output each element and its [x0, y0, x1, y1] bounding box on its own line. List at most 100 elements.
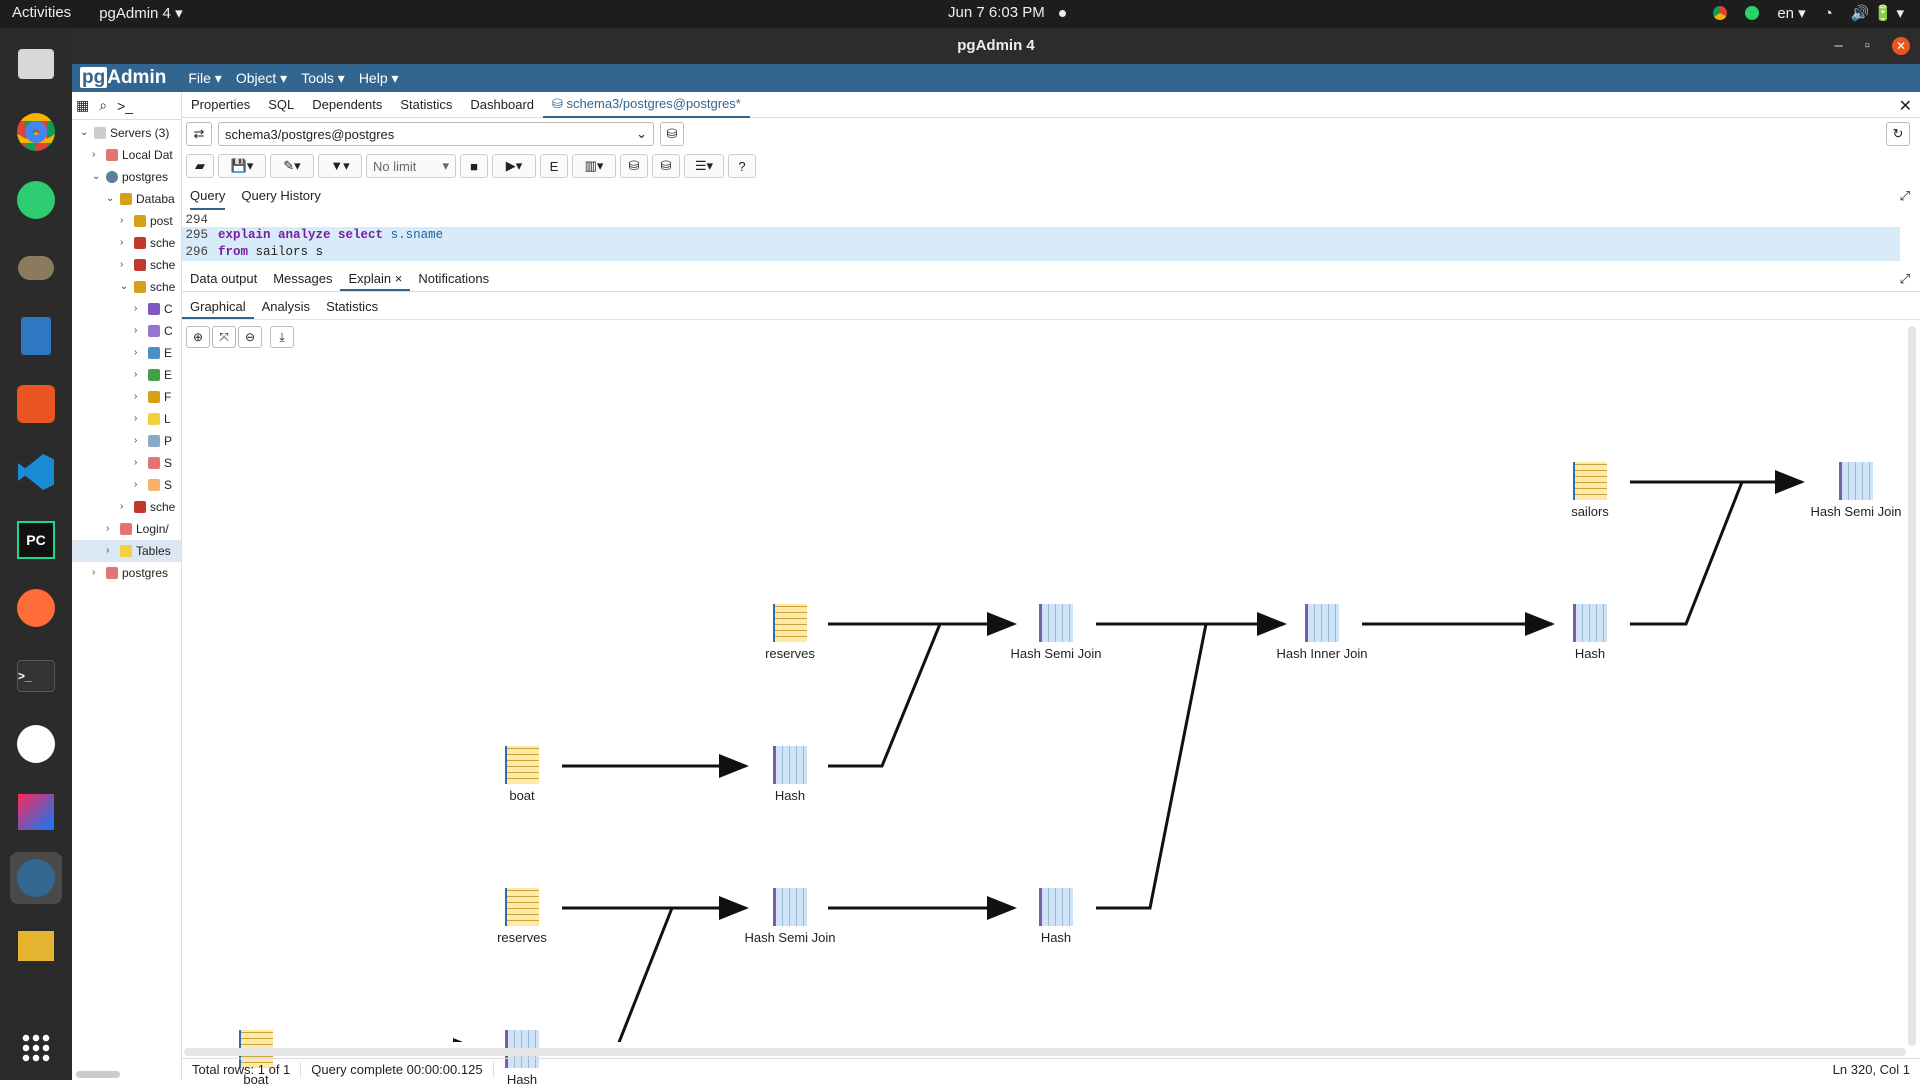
tree-node-local[interactable]: ›Local Dat — [92, 148, 173, 162]
edit-icon[interactable]: ✎▾ — [270, 154, 314, 178]
tree-node-postgres-server[interactable]: ⌄postgres — [92, 170, 169, 184]
mongodb-compass-icon[interactable] — [10, 718, 62, 770]
save-icon[interactable]: 💾▾ — [218, 154, 266, 178]
tab-dashboard[interactable]: Dashboard — [470, 97, 535, 112]
plan-node-hash-1[interactable]: Hash — [730, 746, 850, 803]
zoom-fit-icon[interactable]: ⤧ — [212, 326, 236, 348]
open-file-icon[interactable]: ▰ — [186, 154, 214, 178]
mail-icon[interactable] — [10, 920, 62, 972]
zoom-in-icon[interactable]: ⊕ — [186, 326, 210, 348]
horizontal-scrollbar[interactable] — [184, 1048, 1906, 1056]
tree-node-servers[interactable]: ⌄Servers (3) — [80, 126, 170, 140]
wifi-icon[interactable]: ◔ — [1823, 4, 1833, 22]
plan-node-boat-1[interactable]: boat — [462, 746, 582, 803]
execute-icon[interactable]: ▶▾ — [492, 154, 536, 178]
tree-node-l[interactable]: ›L — [134, 412, 171, 426]
rollback-icon[interactable]: ⛁ — [652, 154, 680, 178]
tab-explain-statistics[interactable]: Statistics — [326, 299, 379, 314]
tab-query-tool[interactable]: ⛁ schema3/postgres@postgres* — [543, 92, 750, 118]
commit-icon[interactable]: ⛁ — [620, 154, 648, 178]
tree-node-postgres-2[interactable]: ›postgres — [92, 566, 169, 580]
chrome-icon[interactable] — [10, 106, 62, 158]
download-icon[interactable]: ⤓ — [270, 326, 294, 348]
close-window-button[interactable]: ✕ — [1892, 37, 1910, 55]
explain-icon[interactable]: E — [540, 154, 568, 178]
tree-node-db-1[interactable]: ›post — [120, 214, 173, 228]
writer-icon[interactable] — [10, 310, 62, 362]
refresh-icon[interactable]: ↻ — [1886, 122, 1910, 146]
tree-node-login-roles[interactable]: ›Login/ — [106, 522, 169, 536]
expand-output-icon[interactable]: ⤢ — [1899, 271, 1910, 286]
files-icon[interactable] — [10, 38, 62, 90]
explain-analyze-icon[interactable]: ▥▾ — [572, 154, 616, 178]
tree-node-s1[interactable]: ›S — [134, 456, 173, 470]
tab-dependents[interactable]: Dependents — [312, 97, 383, 112]
tree-node-f[interactable]: ›F — [134, 390, 172, 404]
plan-node-hash-inner-join[interactable]: Hash Inner Join — [1262, 604, 1382, 661]
tab-query-history[interactable]: Query History — [241, 188, 321, 203]
tree-node-schema-1[interactable]: ›sche — [120, 236, 176, 250]
tree-node-e2[interactable]: ›E — [134, 368, 173, 382]
menu-help[interactable]: Help ▾ — [358, 69, 399, 86]
clock[interactable]: Jun 7 6:03 PM — [948, 4, 1066, 21]
tab-properties[interactable]: Properties — [191, 97, 251, 112]
plan-node-hash-semi-join-root[interactable]: Hash Semi Join — [1796, 462, 1916, 519]
plan-node-hash-top[interactable]: Hash — [1530, 604, 1650, 661]
plan-node-reserves-1[interactable]: reserves — [730, 604, 850, 661]
app-menu-button[interactable]: pgAdmin 4 ▾ — [99, 5, 183, 22]
vertical-scrollbar[interactable] — [1908, 326, 1916, 1046]
tab-sql[interactable]: SQL — [268, 97, 295, 112]
tab-query[interactable]: Query — [190, 188, 226, 210]
postman-icon[interactable] — [10, 582, 62, 634]
close-tab-icon[interactable]: ✕ — [1898, 98, 1912, 115]
terminal-icon[interactable]: >_ — [117, 97, 134, 114]
tree-node-s2[interactable]: ›S — [134, 478, 173, 492]
plan-node-reserves-2[interactable]: reserves — [462, 888, 582, 945]
intellij-icon[interactable] — [10, 786, 62, 838]
menu-file[interactable]: File ▾ — [188, 69, 222, 86]
activities-button[interactable]: Activities — [12, 4, 72, 21]
vscode-icon[interactable] — [10, 446, 62, 498]
tab-notifications[interactable]: Notifications — [418, 271, 490, 286]
chrome-tray-icon[interactable] — [1713, 6, 1728, 20]
maximize-button[interactable]: ▫ — [1864, 37, 1870, 54]
minimize-button[interactable]: – — [1834, 37, 1843, 54]
system-tray-menu[interactable]: 🔊 🔋 ▾ — [1850, 5, 1904, 22]
table-view-icon[interactable]: ▦ — [76, 97, 90, 113]
connection-select[interactable]: schema3/postgres@postgres⌄ — [218, 122, 654, 146]
help-icon[interactable]: ? — [728, 154, 756, 178]
tree-node-tables[interactable]: ›Tables — [72, 540, 181, 562]
pgadmin-icon[interactable] — [10, 852, 62, 904]
tree-node-e1[interactable]: ›E — [134, 346, 173, 360]
close-explain-icon[interactable]: × — [394, 271, 403, 286]
expand-icon[interactable]: ⤢ — [1899, 188, 1910, 203]
tab-statistics[interactable]: Statistics — [400, 97, 453, 112]
tree-node-c1[interactable]: ›C — [134, 302, 173, 316]
plan-node-hash-2[interactable]: Hash — [996, 888, 1116, 945]
software-center-icon[interactable] — [10, 378, 62, 430]
plan-node-hash-semi-join-2[interactable]: Hash Semi Join — [730, 888, 850, 945]
linux-penguin-icon[interactable] — [10, 174, 62, 226]
search-icon[interactable]: ⌕ — [99, 97, 108, 113]
plan-node-hash-semi-join-1[interactable]: Hash Semi Join — [996, 604, 1116, 661]
macros-icon[interactable]: ☰▾ — [684, 154, 724, 178]
pycharm-icon[interactable]: PC — [10, 514, 62, 566]
zoom-out-icon[interactable]: ⊖ — [238, 326, 262, 348]
tab-analysis[interactable]: Analysis — [261, 299, 311, 314]
tree-scrollbar[interactable] — [76, 1071, 120, 1078]
terminal-icon[interactable]: >_ — [10, 650, 62, 702]
gimp-icon[interactable] — [10, 242, 62, 294]
tab-messages[interactable]: Messages — [273, 271, 333, 286]
filter-icon[interactable]: ▼▾ — [318, 154, 362, 178]
menu-object[interactable]: Object ▾ — [235, 69, 288, 86]
plan-node-sailors[interactable]: sailors — [1530, 462, 1650, 519]
tree-node-schema-3[interactable]: ⌄sche — [120, 280, 176, 294]
tree-node-schema-2[interactable]: ›sche — [120, 258, 176, 272]
tree-node-c2[interactable]: ›C — [134, 324, 173, 338]
link-icon[interactable]: ⇄ — [186, 122, 212, 146]
tree-node-p[interactable]: ›P — [134, 434, 173, 448]
stop-icon[interactable]: ■ — [460, 154, 488, 178]
show-apps-icon[interactable] — [10, 1022, 62, 1074]
language-selector[interactable]: en ▾ — [1777, 5, 1806, 22]
limit-select[interactable]: No limit▾ — [366, 154, 456, 178]
